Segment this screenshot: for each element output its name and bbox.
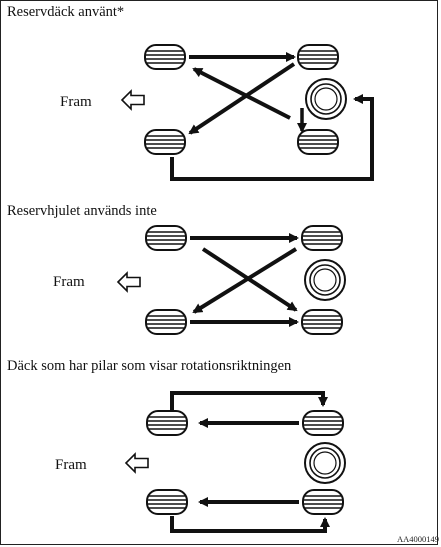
tire-rear-right-icon <box>301 309 343 335</box>
tire-front-right-icon <box>301 225 343 251</box>
tire-rear-left-icon <box>146 489 188 515</box>
section-3-front-label: Fram <box>55 457 87 473</box>
tire-rear-left-icon <box>145 309 187 335</box>
section-3-diagram <box>125 391 346 533</box>
rotation-arrow <box>170 391 328 410</box>
tire-rear-right-icon <box>302 489 344 515</box>
rotation-arrow <box>170 516 330 533</box>
tire-front-left-icon <box>146 410 188 436</box>
front-direction-icon <box>121 90 145 110</box>
section-1-title: Reservdäck använt* <box>7 4 125 20</box>
tire-front-right-icon <box>297 44 339 70</box>
spare-wheel-icon <box>305 78 347 120</box>
front-direction-icon <box>117 272 141 292</box>
section-1-diagram <box>121 44 374 181</box>
rotation-arrow <box>192 67 291 120</box>
rotation-arrow <box>188 62 296 135</box>
section-2-diagram <box>117 225 346 335</box>
section-2-title: Reservhjulet används inte <box>7 203 157 219</box>
rotation-arrow <box>192 247 298 314</box>
section-2-front-label: Fram <box>53 274 85 290</box>
section-3-title: Däck som har pilar som visar rotationsri… <box>7 358 292 374</box>
tire-front-left-icon <box>144 44 186 70</box>
tire-front-left-icon <box>145 225 187 251</box>
figure-code: AA4000149 <box>396 534 439 544</box>
rotation-arrow <box>170 94 374 181</box>
front-direction-icon <box>125 453 149 473</box>
spare-wheel-icon <box>304 259 346 301</box>
section-1-front-label: Fram <box>60 94 92 110</box>
tire-rear-right-icon <box>297 129 339 155</box>
spare-wheel-icon <box>304 442 346 484</box>
tire-front-right-icon <box>302 410 344 436</box>
tire-rear-left-icon <box>144 129 186 155</box>
